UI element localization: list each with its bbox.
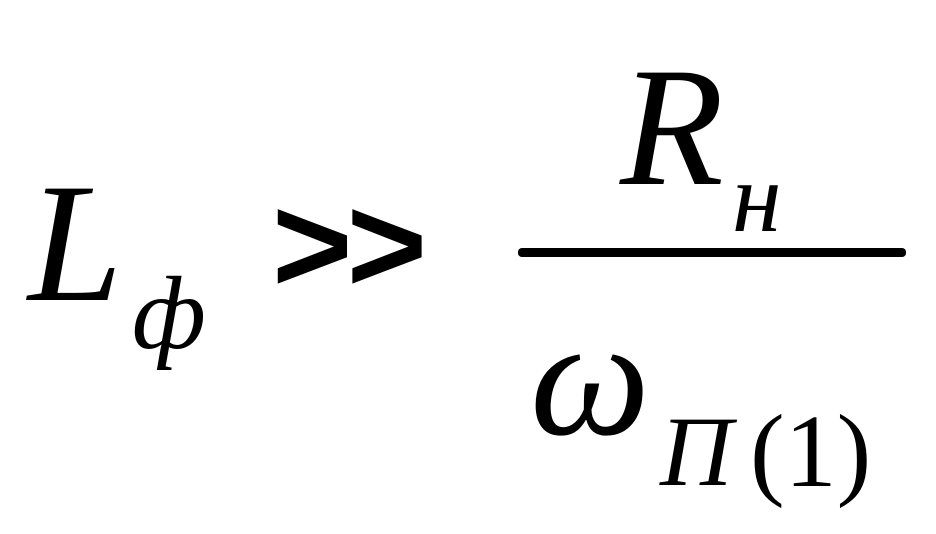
numerator-subscript: н	[732, 142, 782, 253]
operator: >>	[272, 168, 427, 322]
denominator-subscript-letter: П	[660, 396, 733, 507]
lhs-subscript: ф	[132, 256, 206, 371]
lhs-symbol: L	[28, 149, 123, 337]
denominator-subscript-index: (1)	[750, 394, 872, 509]
numerator-symbol: R	[620, 33, 724, 221]
denominator-symbol: ω	[530, 283, 651, 471]
fraction-bar	[518, 248, 906, 257]
